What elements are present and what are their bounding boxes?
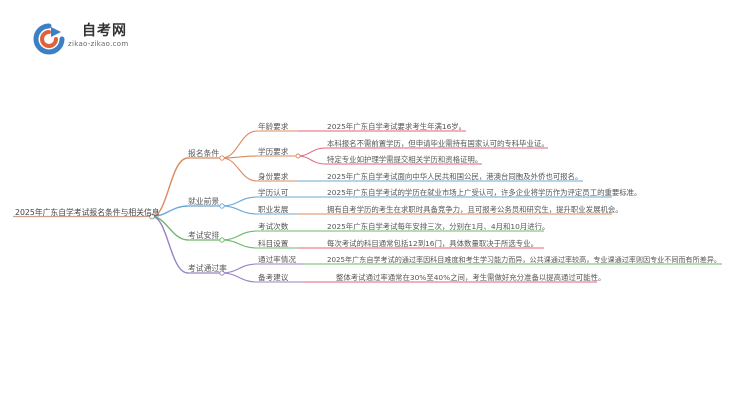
category-label: 就业前景 (188, 197, 220, 206)
item-label: 身份要求 (258, 172, 289, 181)
leaf-text: 拥有自考学历的考生在求职时具备竞争力，且可报考公务员和研究生，提升职业发展机会。 (327, 205, 623, 214)
root-dot (149, 213, 155, 220)
item-label: 职业发展 (258, 205, 289, 214)
link-cat-2-item-1 (221, 239, 258, 249)
link-cat-3-item-1 (221, 272, 258, 283)
item-label: 备考建议 (258, 273, 289, 282)
item-label: 通过率情况 (258, 255, 296, 264)
item-label: 年龄要求 (258, 122, 289, 131)
leaf-text: 特定专业如护理学需提交相关学历和资格证明。 (327, 155, 483, 164)
category-label: 报名条件 (188, 149, 220, 158)
cat-3-dot (219, 270, 225, 276)
link-root-cat-3 (151, 215, 189, 274)
logo-url: zikao-zikao.com (68, 40, 129, 48)
leaf-text: 2025年广东自学考试要求考生年满16岁。 (327, 122, 467, 131)
link-root-cat-1 (151, 205, 189, 218)
item-label: 学历认可 (258, 188, 289, 197)
leaf-text: 2025年广东自学考试每年安排三次，分别在1月、4月和10月进行。 (327, 222, 550, 231)
link-root-cat-2 (151, 215, 189, 241)
leaf-text: 本科报名不需前置学历，但申请毕业需持有国家认可的专科毕业证。 (327, 139, 549, 148)
link-cat-3-item-0 (221, 263, 258, 274)
cat-0-dot (219, 155, 225, 161)
link-cat-1-item-0 (221, 196, 258, 207)
item-label: 考试次数 (258, 222, 289, 231)
leaf-text: 2025年广东自学考试的通过率因科目难度和考生学习能力而异，公共课通过率较高，专… (327, 255, 722, 264)
link-cat-1-item-1 (221, 205, 258, 215)
category-label: 考试安排 (188, 231, 220, 240)
leaf-text: 2025年广东自学考试的学历在就业市场上广受认可，许多企业将学历作为评定员工的重… (327, 188, 642, 197)
item-label: 学历要求 (258, 147, 289, 156)
link-cat-0-item-2 (221, 157, 258, 182)
item-label: 科目设置 (258, 239, 289, 248)
link-leaf-0-1-0 (297, 147, 326, 157)
cat-2-dot (219, 237, 225, 243)
link-root-cat-0 (151, 157, 189, 218)
root-topic: 2025年广东自学考试报名条件与相关信息 (15, 208, 160, 217)
leaf-text: 整体考试通过率通常在30%至40%之间，考生需做好充分准备以提高通过可能性。 (336, 273, 606, 282)
link-cat-0-item-0 (221, 130, 258, 159)
logo-title: 自考网 (82, 23, 127, 39)
cat-1-dot (219, 203, 225, 209)
leaf-text: 每次考试的科目通常包括12到16门，具体数量取决于所选专业。 (327, 239, 538, 248)
link-cat-2-item-0 (221, 230, 258, 241)
leaf-text: 2025年广东自学考试面向中华人民共和国公民，港澳台同胞及外侨也可报名。 (327, 172, 583, 181)
category-label: 考试通过率 (188, 264, 227, 273)
logo-mark-icon (33, 23, 65, 55)
link-leaf-0-1-1 (297, 155, 326, 165)
item-0-1-dot (295, 153, 301, 159)
